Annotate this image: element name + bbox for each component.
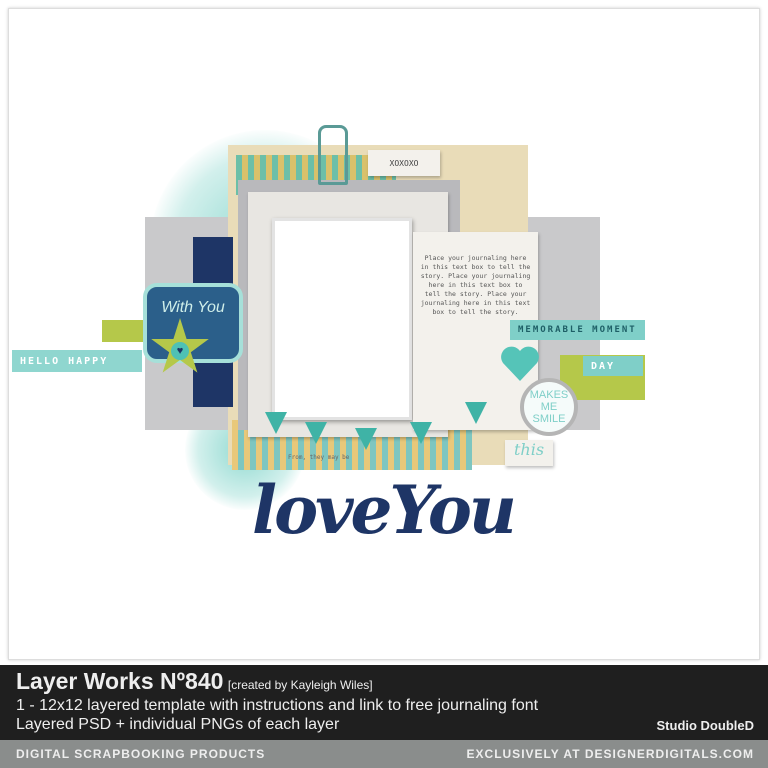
- hello-happy-strip: HELLO HAPPY: [12, 350, 142, 372]
- pennant: [410, 422, 432, 444]
- product-banner: Layer Works Nº840 [created by Kayleigh W…: [0, 665, 768, 740]
- pennant: [305, 422, 327, 444]
- pennant: [355, 428, 377, 450]
- with-you-badge: With You: [143, 283, 243, 363]
- heart-icon: ♥: [171, 342, 189, 360]
- xoxo-tag: XOXOXO: [368, 150, 440, 176]
- footer-strip: DIGITAL SCRAPBOOKING PRODUCTS EXCLUSIVEL…: [0, 740, 768, 768]
- pennant: [465, 402, 487, 424]
- footer-category: DIGITAL SCRAPBOOKING PRODUCTS: [16, 747, 266, 761]
- pennant: [265, 412, 287, 434]
- binder-clip: [318, 125, 348, 185]
- love-you-title: loveYou: [252, 471, 517, 549]
- brand-name: Studio DoubleD: [656, 718, 755, 733]
- journaling-text[interactable]: Place your journaling here in this text …: [420, 254, 531, 316]
- photo-frame[interactable]: [272, 218, 412, 420]
- product-contents: Layered PSD + individual PNGs of each la…: [16, 716, 340, 733]
- product-title: Layer Works Nº840: [16, 668, 224, 694]
- makes-me-smile-badge: MAKES ME SMILE: [520, 378, 578, 436]
- day-label: DAY: [583, 356, 643, 376]
- memorable-moment-strip: MEMORABLE MOMENT: [510, 320, 645, 340]
- crochet-bunting: [265, 400, 515, 450]
- footer-store-link[interactable]: EXCLUSIVELY AT DESIGNERDIGITALS.COM: [466, 747, 754, 761]
- printed-paper-text: From, they may be: [288, 454, 350, 461]
- designer-credit: [created by Kayleigh Wiles]: [227, 678, 373, 692]
- product-description: 1 - 12x12 layered template with instruct…: [16, 697, 539, 714]
- this-card: this: [505, 440, 553, 466]
